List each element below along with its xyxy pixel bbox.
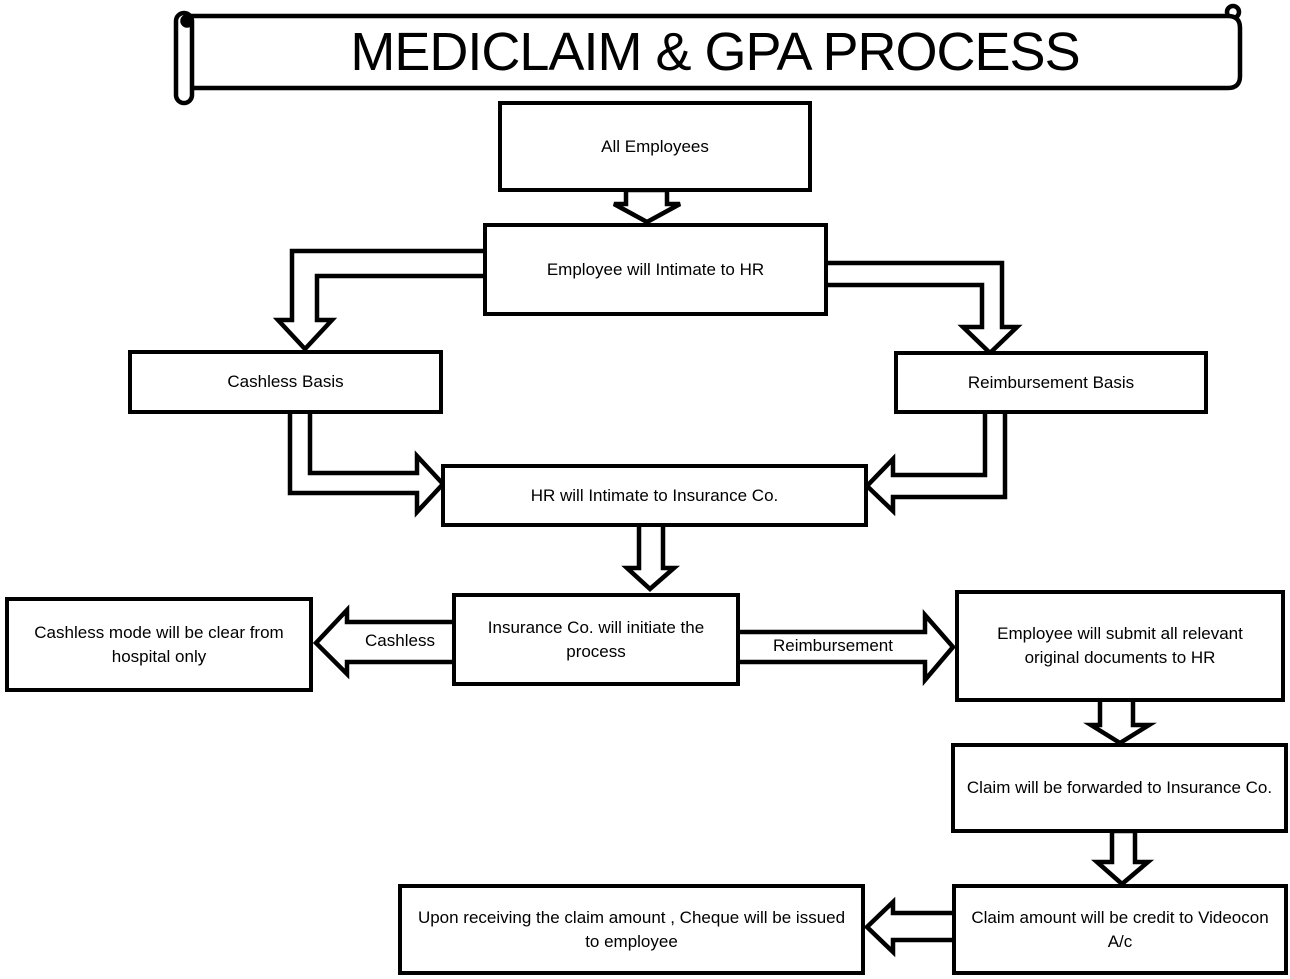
arrow-down-docs-to-claim-icon	[1083, 696, 1157, 746]
arrow-bent-reimbursement-to-hr-icon	[863, 408, 1008, 517]
edge-label-cashless: Cashless	[365, 631, 435, 650]
node-cashless-basis: Cashless Basis	[128, 350, 443, 414]
edge-label-reimbursement: Reimbursement	[773, 636, 893, 655]
node-hr-intimate-insurance: HR will Intimate to Insurance Co.	[441, 464, 868, 527]
node-claim-credit: Claim amount will be credit to Videocon …	[952, 884, 1288, 975]
node-employee-intimate-hr: Employee will Intimate to HR	[483, 223, 828, 316]
page-title: MEDICLAIM & GPA PROCESS	[350, 22, 1080, 82]
scroll-roll-icon	[173, 10, 195, 106]
node-claim-forwarded: Claim will be forwarded to Insurance Co.	[951, 743, 1288, 833]
arrow-down-hr-to-insurance-icon	[621, 521, 680, 593]
arrow-right-reimbursement-icon	[734, 609, 956, 687]
arrow-bent-to-cashless-basis-icon	[272, 248, 489, 353]
node-insurance-initiate: Insurance Co. will initiate the process	[452, 593, 740, 686]
arrow-bent-to-reimbursement-basis-icon	[822, 260, 1023, 357]
node-cashless-hospital: Cashless mode will be clear from hospita…	[5, 597, 313, 692]
scroll-roll-dot-icon	[180, 14, 194, 28]
node-reimbursement-basis: Reimbursement Basis	[894, 351, 1208, 414]
node-submit-documents: Employee will submit all relevant origin…	[955, 590, 1285, 702]
scroll-banner-shape	[187, 13, 1243, 91]
node-cheque-issued: Upon receiving the claim amount , Cheque…	[398, 884, 865, 975]
arrow-bent-cashless-to-hr-icon	[287, 408, 447, 518]
arrow-down-claim-to-credit-icon	[1091, 828, 1155, 887]
arrow-left-cashless-icon	[312, 604, 458, 680]
arrow-down-all-employees-icon	[612, 187, 682, 225]
node-all-employees: All Employees	[498, 101, 812, 192]
arrow-left-credit-to-cheque-icon	[863, 896, 958, 958]
